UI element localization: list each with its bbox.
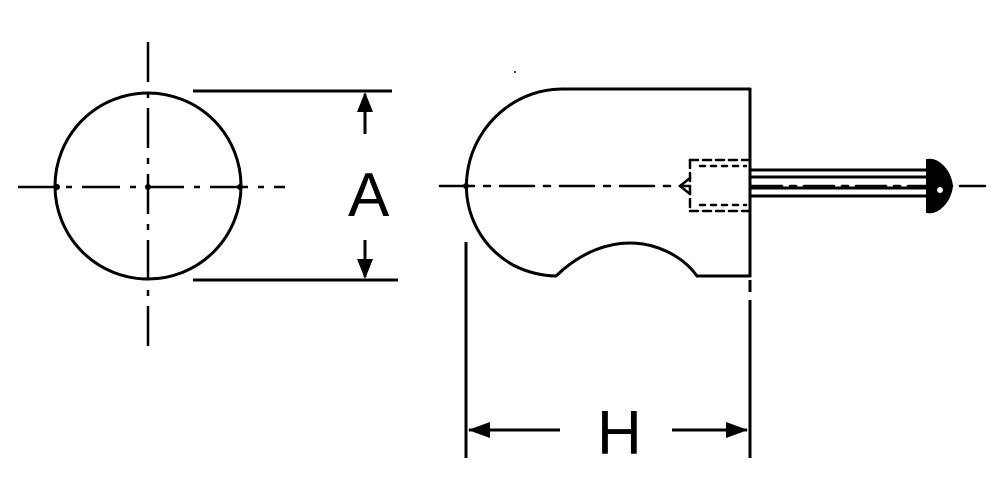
screw-head: [926, 158, 954, 214]
h-arrow-right: [726, 422, 748, 438]
knob-side-outline: [465, 87, 752, 278]
a-arrow-down: [357, 259, 373, 279]
front-left-point: [54, 184, 60, 190]
front-right-point: [237, 184, 243, 190]
front-center-point: [145, 184, 151, 190]
side-view: [438, 87, 987, 278]
h-arrow-left: [468, 422, 490, 438]
stray-mark: [514, 71, 516, 73]
side-nose-point: [463, 183, 469, 189]
dimension-a: [193, 89, 398, 282]
a-arrow-up: [357, 92, 373, 112]
screw-head-highlight: [937, 187, 943, 193]
dimension-h-label: H: [597, 399, 642, 468]
front-view: [18, 42, 285, 356]
dimension-h: [464, 242, 752, 458]
dimension-a-label: A: [348, 161, 390, 230]
threaded-insert: [677, 158, 750, 213]
